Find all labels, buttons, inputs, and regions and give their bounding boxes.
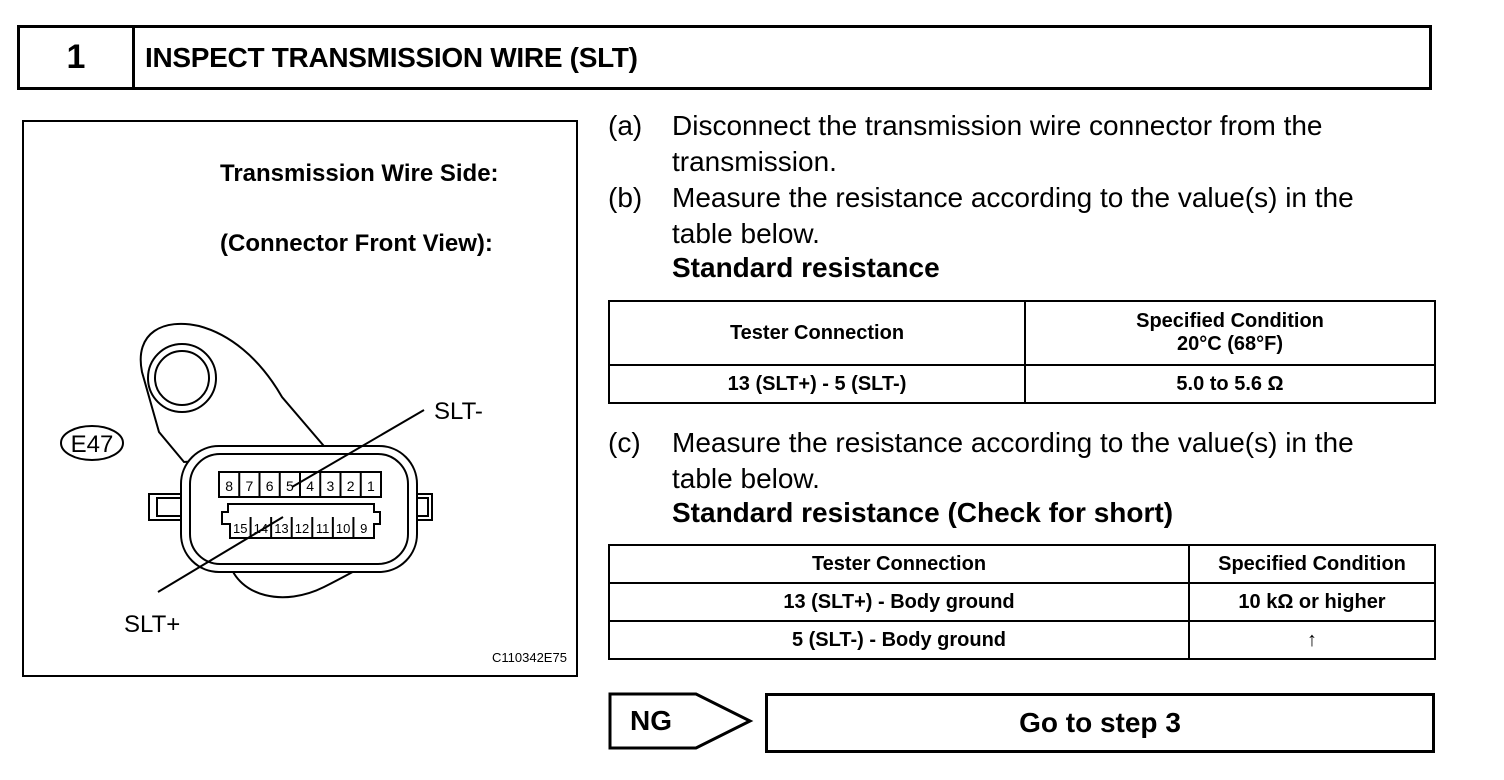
left-tab xyxy=(148,484,182,532)
slt-minus-leader xyxy=(291,409,425,488)
table2-heading: Standard resistance (Check for short) xyxy=(672,497,1174,528)
pin-label: 15 xyxy=(233,521,247,536)
ng-label: NG xyxy=(630,705,672,736)
cell-connection: 5 (SLT-) - Body ground xyxy=(608,620,1190,660)
table1-heading: Standard resistance xyxy=(672,252,940,283)
instruction-b-label: (b) xyxy=(608,182,643,213)
header-tester-connection: Tester Connection xyxy=(608,544,1190,584)
pin-label: 5 xyxy=(286,478,294,494)
table-header-row: Tester Connection Specified Condition 20… xyxy=(608,300,1436,366)
instruction-c-text-1: Measure the resistance according to the … xyxy=(672,427,1354,458)
pin-label: 4 xyxy=(306,478,314,494)
figure-code: C110342E75 xyxy=(492,650,567,665)
bracket-hole-inner xyxy=(154,350,210,406)
pin-label: 9 xyxy=(360,521,367,536)
pin-label: 13 xyxy=(274,521,288,536)
step-title: INSPECT TRANSMISSION WIRE (SLT) xyxy=(145,41,638,73)
bracket-outline xyxy=(139,322,332,464)
header-condition-line1: Specified Condition xyxy=(1136,310,1324,332)
pin-label: 12 xyxy=(295,521,309,536)
instruction-b-text-2: table below. xyxy=(672,218,820,249)
resistance-table: Tester Connection Specified Condition 20… xyxy=(608,300,1436,404)
slt-minus-label: SLT- xyxy=(434,398,483,425)
table-header-row: Tester Connection Specified Condition xyxy=(608,544,1436,584)
header-condition-line2: 20°C (68°F) xyxy=(1176,333,1284,355)
connector-id-badge xyxy=(60,425,124,461)
right-tab xyxy=(415,484,433,532)
header-tester-connection: Tester Connection xyxy=(608,300,1026,366)
table-row: 13 (SLT+) - Body ground 10 kΩ or higher xyxy=(608,582,1436,622)
figure-caption-view: (Connector Front View): xyxy=(220,230,493,257)
pin-row-bottom xyxy=(221,503,381,539)
table-row: 5 (SLT-) - Body ground ↑ xyxy=(608,620,1436,660)
instruction-c-text-2: table below. xyxy=(672,463,820,494)
table-row: 13 (SLT+) - 5 (SLT-) 5.0 to 5.6 Ω xyxy=(608,364,1436,404)
pin-label: 10 xyxy=(336,521,350,536)
pin-label: 2 xyxy=(347,478,355,494)
cell-condition: 5.0 to 5.6 Ω xyxy=(1024,364,1436,404)
connector-housing-outer xyxy=(180,445,418,573)
step-number: 1 xyxy=(20,28,135,87)
short-check-table: Tester Connection Specified Condition 13… xyxy=(608,544,1436,660)
header-specified-condition: Specified Condition 20°C (68°F) xyxy=(1024,300,1436,366)
cell-connection: 13 (SLT+) - 5 (SLT-) xyxy=(608,364,1026,404)
slt-plus-label: SLT+ xyxy=(124,611,180,638)
header-specified-condition: Specified Condition xyxy=(1188,544,1436,584)
cell-condition: ↑ xyxy=(1188,620,1436,660)
cell-connection: 13 (SLT+) - Body ground xyxy=(608,582,1190,622)
pin-label: 3 xyxy=(326,478,334,494)
slt-plus-leader xyxy=(157,516,284,593)
ng-arrow: NG xyxy=(608,692,754,750)
connector-id: E47 xyxy=(71,431,114,458)
goto-step-box[interactable]: Go to step 3 xyxy=(765,693,1435,753)
instruction-b-text-1: Measure the resistance according to the … xyxy=(672,182,1354,213)
pin-label: 6 xyxy=(266,478,274,494)
pin-label: 7 xyxy=(245,478,253,494)
instruction-a-label: (a) xyxy=(608,110,643,141)
pin-label: 8 xyxy=(225,478,233,494)
bracket-hole-outer xyxy=(147,343,217,413)
connector-figure: Transmission Wire Side: (Connector Front… xyxy=(22,120,578,677)
connector-housing-inner xyxy=(189,453,409,565)
cell-condition: 10 kΩ or higher xyxy=(1188,582,1436,622)
instruction-c-label: (c) xyxy=(608,427,641,458)
figure-caption-side: Transmission Wire Side: xyxy=(220,160,499,187)
instruction-a-text-1: Disconnect the transmission wire connect… xyxy=(672,110,1323,141)
step-header: 1 INSPECT TRANSMISSION WIRE (SLT) xyxy=(17,25,1432,90)
instruction-a-text-2: transmission. xyxy=(672,146,837,177)
pin-label: 1 xyxy=(367,478,375,494)
pin-label: 11 xyxy=(316,521,330,536)
